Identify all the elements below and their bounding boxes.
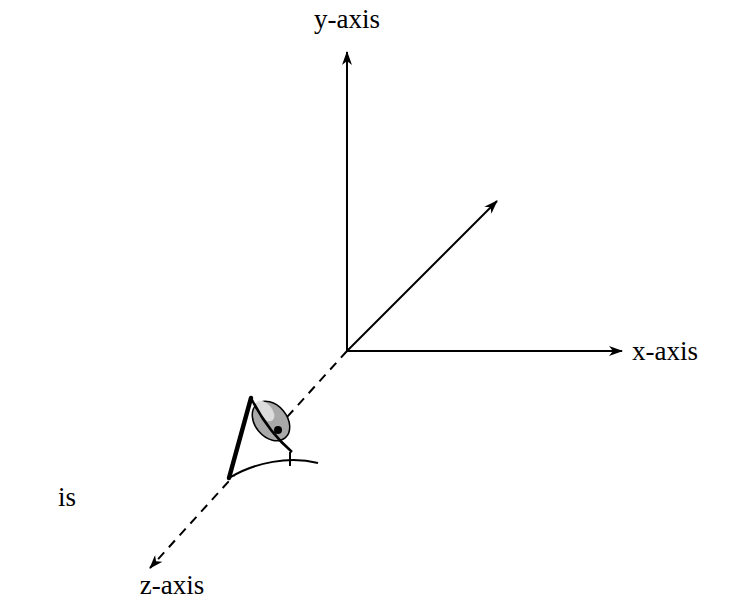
axis-label: is [58, 484, 76, 511]
axis-label: z-axis [140, 572, 204, 599]
x-axis-arrow [347, 350, 622, 352]
eye-symbol [229, 394, 318, 478]
axis-label: x-axis [632, 338, 698, 365]
axis-label: y-axis [314, 6, 380, 33]
diagonal-arrow [347, 201, 497, 351]
z-axis-dashed-arrow [150, 351, 347, 568]
y-axis-arrow [346, 52, 348, 351]
